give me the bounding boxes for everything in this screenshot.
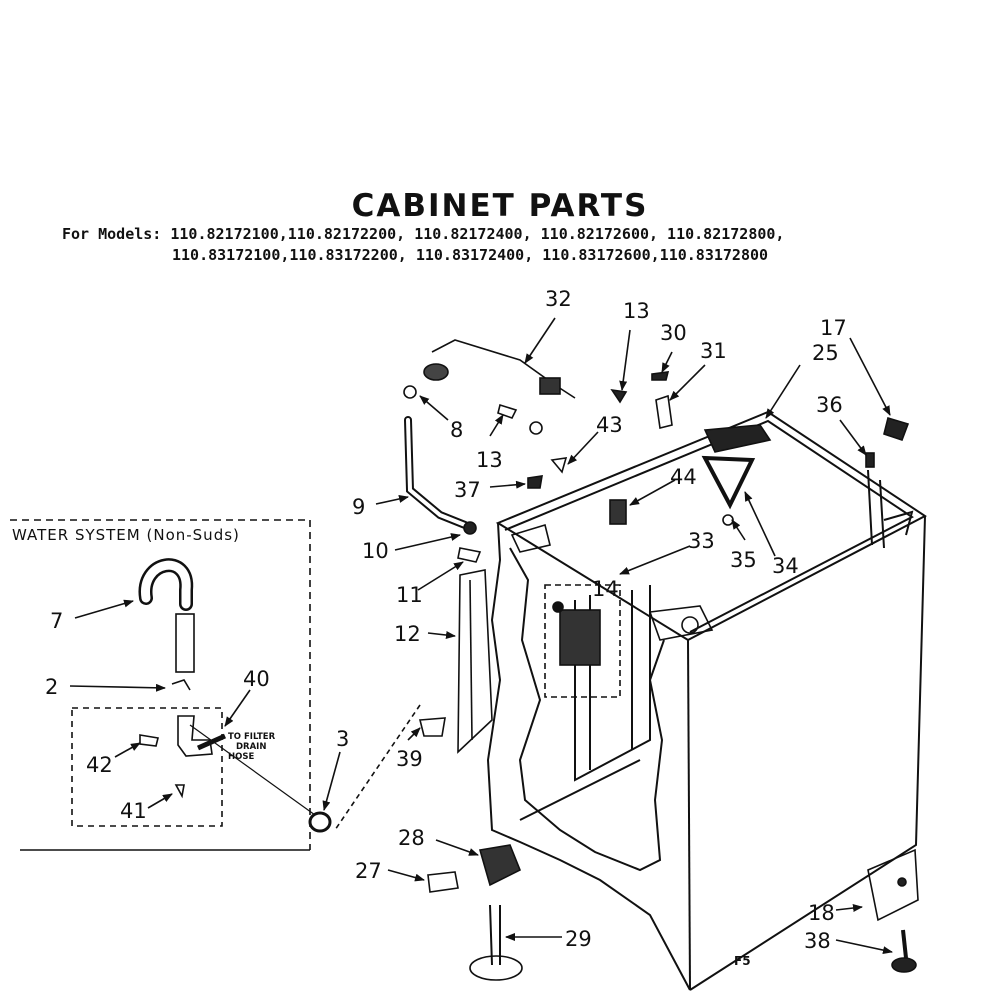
page-title: CABINET PARTS <box>351 188 649 224</box>
callout-13-left: 13 <box>476 448 503 472</box>
callout-43: 43 <box>596 413 623 437</box>
callout-11: 11 <box>396 583 423 607</box>
callout-3: 3 <box>336 727 349 751</box>
callout-35: 35 <box>730 548 757 572</box>
callout-38: 38 <box>804 929 831 953</box>
models-line-1: For Models: 110.82172100,110.82172200, 1… <box>62 225 785 243</box>
callout-41: 41 <box>120 799 147 823</box>
callout-29: 29 <box>565 927 592 951</box>
callout-30: 30 <box>660 321 687 345</box>
callout-14: 14 <box>592 577 619 601</box>
filter-drain-hose-note: TO FILTER DRAIN HOSE <box>228 732 275 762</box>
callout-37: 37 <box>454 478 481 502</box>
callout-12: 12 <box>394 622 421 646</box>
water-system-box <box>10 519 311 851</box>
callout-33: 33 <box>688 529 715 553</box>
cabinet-hardware <box>138 339 919 981</box>
callout-numbers: 32 13 30 31 17 25 8 13 43 36 37 44 9 33 … <box>45 287 847 953</box>
callout-2: 2 <box>45 675 58 699</box>
callout-42: 42 <box>86 753 113 777</box>
models-line-2: 110.83172100,110.83172200, 110.83172400,… <box>172 246 769 264</box>
water-system-label: WATER SYSTEM (Non-Suds) <box>12 526 240 544</box>
figure-code: F5 <box>734 954 751 968</box>
callout-10: 10 <box>362 539 389 563</box>
callout-34: 34 <box>772 554 799 578</box>
callout-32: 32 <box>545 287 572 311</box>
cabinet-body <box>486 410 927 991</box>
callout-17: 17 <box>820 316 847 340</box>
callout-25: 25 <box>812 341 839 365</box>
callout-8: 8 <box>450 418 463 442</box>
callout-40: 40 <box>243 667 270 691</box>
callout-27: 27 <box>355 859 382 883</box>
callout-7: 7 <box>50 609 63 633</box>
callout-9: 9 <box>352 495 365 519</box>
leader-arrows <box>69 317 893 955</box>
note-line-3: HOSE <box>228 752 255 762</box>
note-line-2: DRAIN <box>236 742 267 752</box>
callout-44: 44 <box>670 465 697 489</box>
callout-28: 28 <box>398 826 425 850</box>
note-line-1: TO FILTER <box>228 732 276 742</box>
callout-31: 31 <box>700 339 727 363</box>
callout-18: 18 <box>808 901 835 925</box>
callout-39: 39 <box>396 747 423 771</box>
callout-13-top: 13 <box>623 299 650 323</box>
callout-36: 36 <box>816 393 843 417</box>
